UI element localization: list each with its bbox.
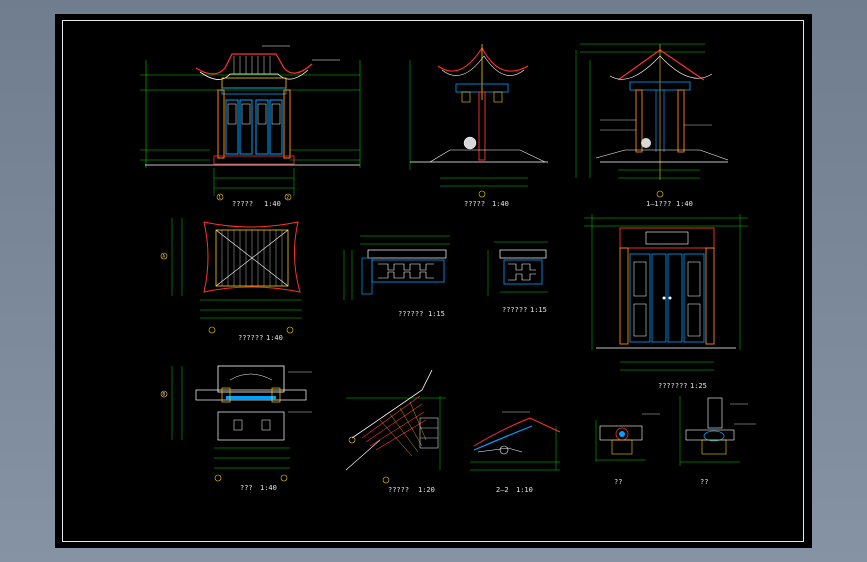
caption-detail-right: ?? — [700, 478, 708, 486]
drawing-border — [62, 20, 804, 542]
caption-front-elevation: ????? — [232, 200, 253, 208]
section-2-2 — [470, 411, 561, 471]
scale-side-elevation: 1:40 — [492, 200, 509, 208]
view-captions: ????? 1:40 ????? 1:40 1—1??? 1:40 ??????… — [232, 200, 708, 494]
scale-door-elevation: 1:25 — [690, 382, 707, 390]
scale-section-1-1: 1:40 — [676, 200, 693, 208]
railing-detail-a — [343, 235, 450, 300]
drawing-canvas[interactable] — [55, 14, 812, 548]
axis-bubbles: 1 2 A B — [163, 195, 290, 397]
scale-eave-corner: 1:20 — [418, 486, 435, 494]
scale-railing-b: 1:15 — [530, 306, 547, 314]
eave-corner-plan — [345, 369, 446, 484]
caption-railing-b: ?????? — [502, 306, 527, 314]
caption-section-1-1: 1—1??? — [646, 200, 671, 208]
detail-right — [679, 396, 756, 466]
roof-plan — [160, 218, 302, 334]
detail-left — [595, 413, 660, 462]
section-1-1 — [575, 43, 729, 198]
caption-roof-plan: ?????? — [238, 334, 263, 342]
axis-label-b: B — [163, 392, 166, 397]
caption-floor-plan: ??? — [240, 484, 253, 492]
scale-front-elevation: 1:40 — [264, 200, 281, 208]
axis-label-a: A — [163, 254, 166, 259]
scale-roof-plan: 1:40 — [266, 334, 283, 342]
caption-detail-left: ?? — [614, 478, 622, 486]
floor-plan — [160, 365, 312, 482]
caption-door-elevation: ??????? — [658, 382, 688, 390]
caption-side-elevation: ????? — [464, 200, 485, 208]
front-elevation — [140, 45, 361, 201]
caption-railing-a: ?????? — [398, 310, 423, 318]
scale-floor-plan: 1:40 — [260, 484, 277, 492]
scale-railing-a: 1:15 — [428, 310, 445, 318]
scale-section-2-2: 1:10 — [516, 486, 533, 494]
caption-section-2-2: 2—2 — [496, 486, 509, 494]
side-elevation — [409, 44, 548, 198]
axis-label-one: 1 — [219, 195, 222, 200]
door-elevation — [584, 214, 748, 371]
railing-detail-b — [487, 241, 548, 296]
caption-eave-corner: ????? — [388, 486, 409, 494]
axis-label-two: 2 — [287, 195, 290, 200]
